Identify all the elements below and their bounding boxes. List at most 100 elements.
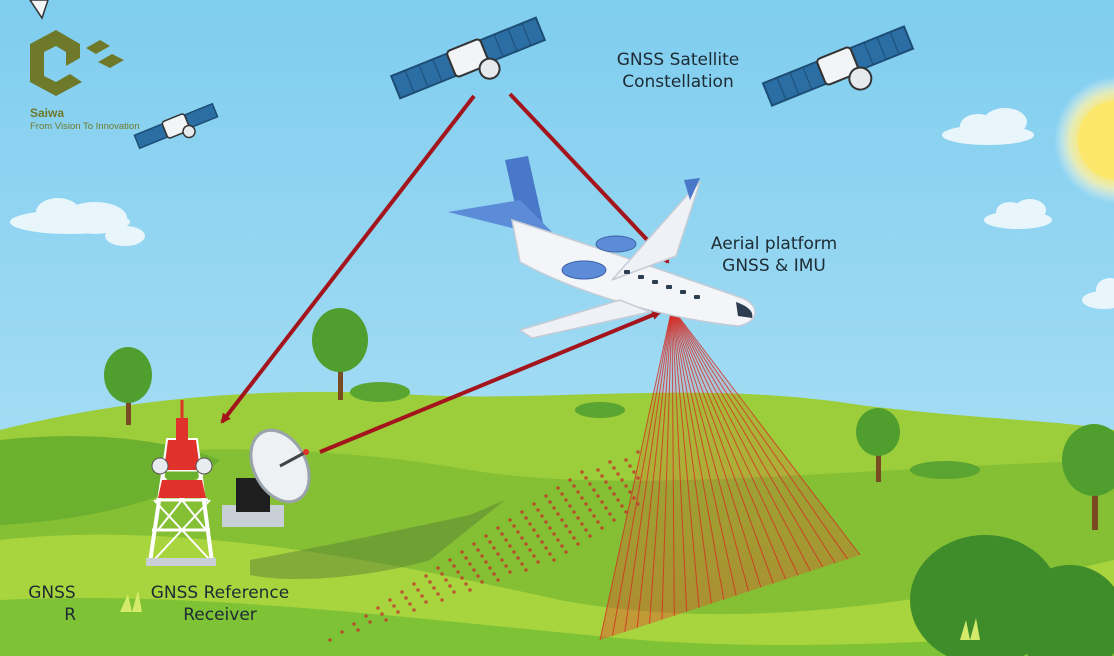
bush — [350, 382, 980, 479]
laser-beam — [649, 307, 673, 624]
laser-beam — [671, 307, 688, 612]
laser-beam — [671, 307, 774, 584]
scan-point — [608, 460, 612, 464]
scan-point — [564, 498, 568, 502]
scan-point — [588, 508, 592, 512]
scan-point — [532, 502, 536, 506]
satellite-main — [389, 16, 547, 100]
scan-point — [532, 554, 536, 558]
scan-point — [556, 538, 560, 542]
satellite-small — [133, 102, 219, 150]
tree — [1062, 424, 1114, 530]
cloud — [984, 199, 1052, 229]
label-aerial-platform: Aerial platform GNSS & IMU — [690, 233, 858, 277]
tree — [312, 308, 368, 400]
scan-point — [508, 570, 512, 574]
scan-point — [572, 510, 576, 514]
laser-beam — [671, 307, 712, 604]
scan-point — [520, 562, 524, 566]
tree — [104, 347, 152, 425]
scan-point — [444, 578, 448, 582]
scan-point — [424, 574, 428, 578]
laser-beam — [671, 307, 725, 600]
scan-point — [524, 516, 528, 520]
laser-beam — [611, 307, 673, 637]
scan-point — [584, 528, 588, 532]
scan-point — [328, 638, 332, 642]
scan-point — [416, 588, 420, 592]
scan-point — [504, 538, 508, 542]
scan-point — [580, 470, 584, 474]
satellite-right — [761, 25, 915, 107]
satellite-to-receiver-arrow — [220, 94, 476, 424]
scan-point — [504, 564, 508, 568]
scan-point — [452, 564, 456, 568]
scan-point — [420, 594, 424, 598]
cloud — [1082, 278, 1114, 309]
satellite-to-aircraft-arrow — [508, 92, 670, 264]
scan-point — [460, 576, 464, 580]
scan-point — [636, 476, 640, 480]
scan-point — [600, 474, 604, 478]
scan-point — [576, 490, 580, 494]
laser-beam — [671, 307, 836, 564]
scan-point — [376, 606, 380, 610]
scan-point — [492, 546, 496, 550]
laser-beam — [671, 307, 700, 608]
scan-point — [544, 494, 548, 498]
label-line: R — [64, 605, 76, 625]
bush — [910, 535, 1114, 656]
laser-beam — [671, 307, 787, 580]
scan-point — [628, 490, 632, 494]
label-line: Aerial platform — [710, 234, 838, 254]
scan-point — [384, 618, 388, 622]
scan-point — [528, 548, 532, 552]
scan-point — [620, 478, 624, 482]
scan-point — [508, 544, 512, 548]
scan-point — [612, 492, 616, 496]
scan-point — [560, 544, 564, 548]
laser-beam — [661, 307, 673, 620]
laser-beam — [671, 307, 762, 588]
scan-point — [564, 524, 568, 528]
scan-point — [496, 552, 500, 556]
scan-point — [568, 478, 572, 482]
scan-point — [632, 496, 636, 500]
scan-point — [424, 600, 428, 604]
laser-beam — [671, 307, 849, 560]
scan-point — [472, 542, 476, 546]
scan-point — [596, 494, 600, 498]
laser-beams — [599, 307, 861, 641]
scan-point — [452, 590, 456, 594]
scan-point — [460, 550, 464, 554]
scan-point — [536, 560, 540, 564]
scan-point — [632, 470, 636, 474]
scan-point — [592, 514, 596, 518]
scan-point — [636, 502, 640, 506]
scan-point — [432, 586, 436, 590]
scan-point — [544, 520, 548, 524]
scan-points — [328, 450, 640, 642]
scan-point — [616, 498, 620, 502]
label-left-partial: GNSS R — [20, 582, 84, 626]
scan-point — [616, 472, 620, 476]
scan-point — [500, 558, 504, 562]
scan-point — [480, 554, 484, 558]
scan-point — [492, 572, 496, 576]
laser-beam — [624, 307, 673, 632]
cloud — [942, 108, 1034, 145]
reference-tower — [146, 400, 216, 566]
scan-point — [380, 612, 384, 616]
scan-point — [456, 570, 460, 574]
scan-point — [516, 530, 520, 534]
scan-point — [524, 542, 528, 546]
scan-point — [508, 518, 512, 522]
scan-point — [464, 556, 468, 560]
scan-point — [588, 534, 592, 538]
scan-point — [340, 630, 344, 634]
scan-point — [472, 568, 476, 572]
scan-point — [576, 542, 580, 546]
scan-point — [540, 514, 544, 518]
